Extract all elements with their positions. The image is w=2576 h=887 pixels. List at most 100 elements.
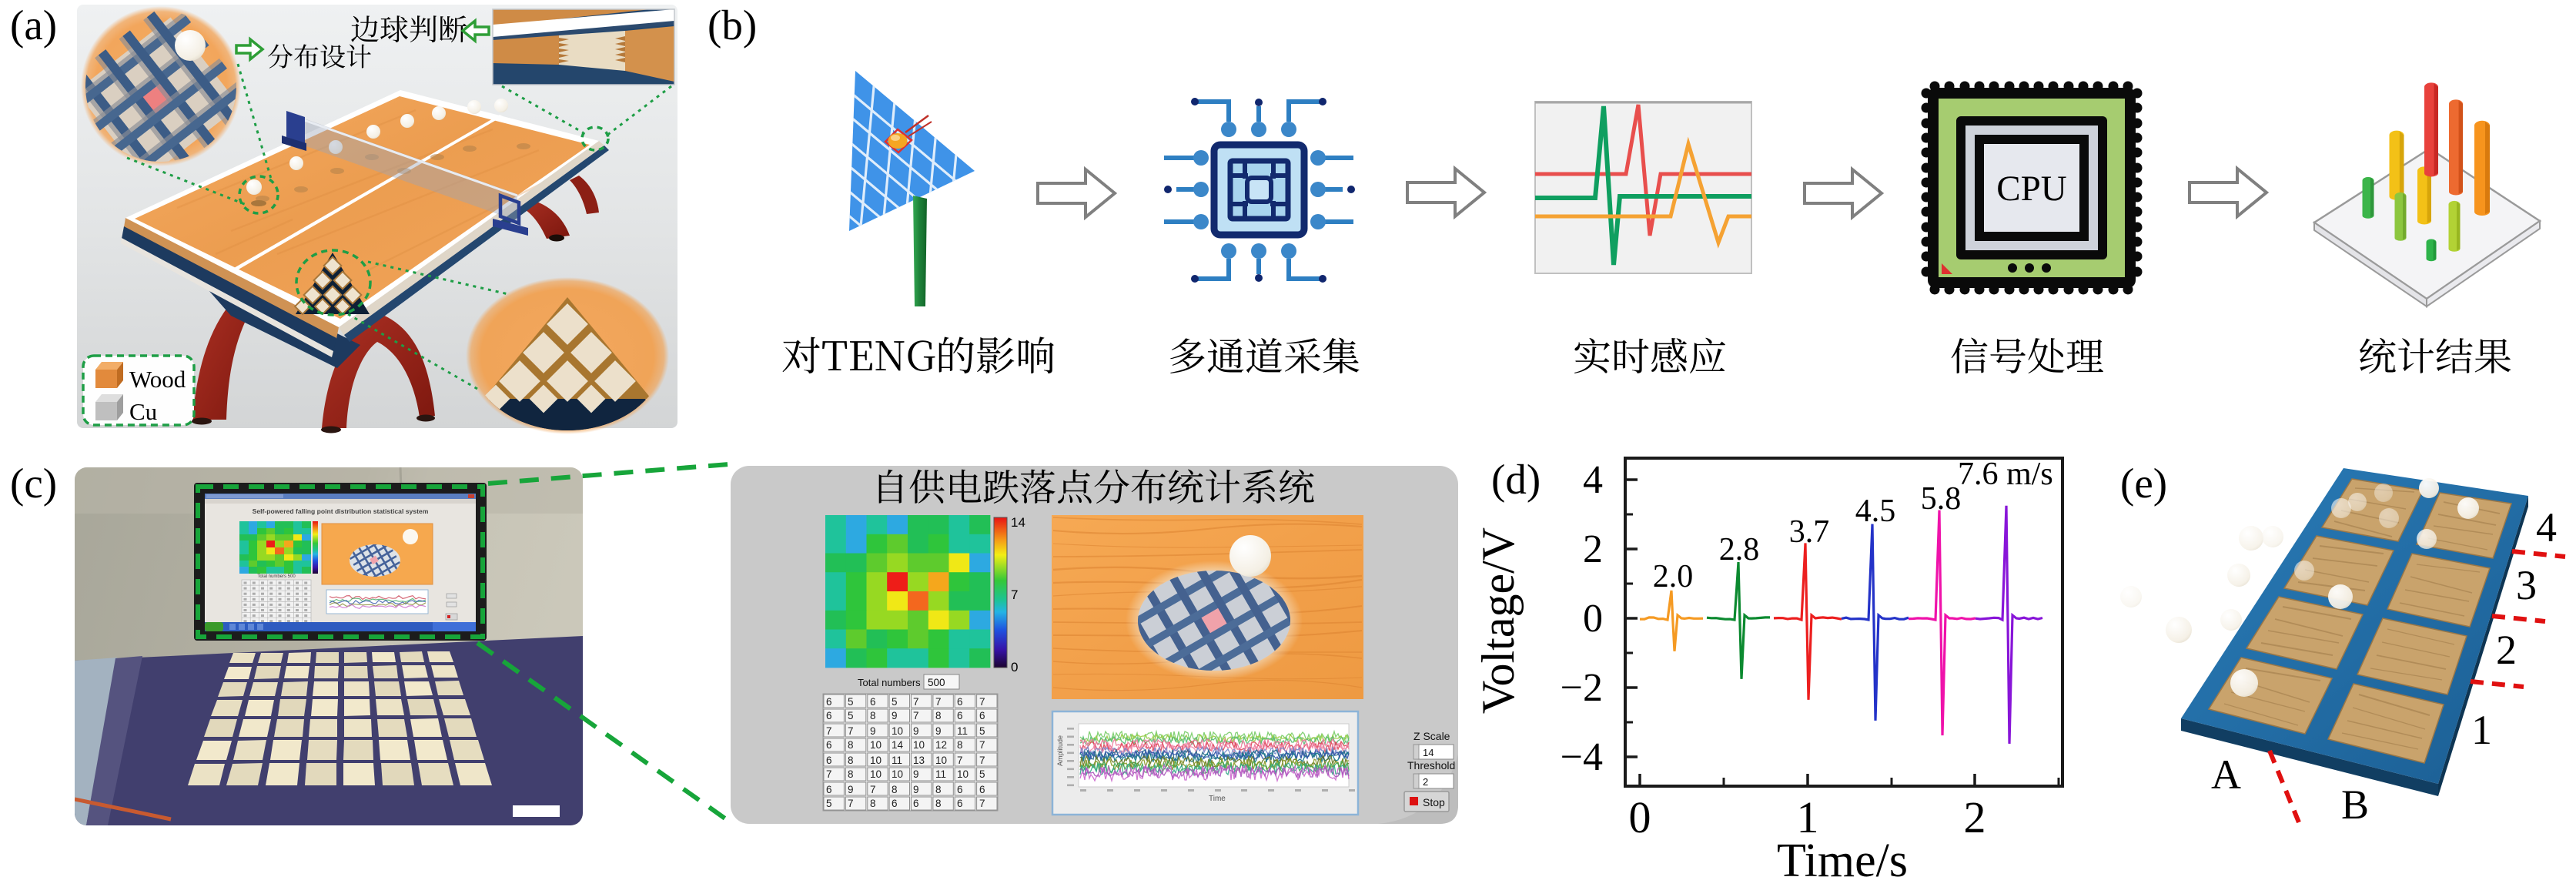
- svg-text:7: 7: [913, 696, 919, 708]
- svg-text:(b): (b): [708, 2, 757, 49]
- svg-text:Voltage/V: Voltage/V: [1473, 527, 1524, 714]
- svg-text:4: 4: [1583, 458, 1603, 502]
- svg-text:6: 6: [892, 798, 898, 809]
- svg-text:Wood: Wood: [129, 366, 186, 393]
- svg-text:8: 8: [848, 768, 854, 780]
- svg-text:9: 9: [913, 725, 919, 737]
- svg-text:Time: Time: [1209, 795, 1226, 803]
- svg-text:9: 9: [892, 710, 898, 721]
- svg-text:14: 14: [892, 739, 904, 751]
- svg-text:9: 9: [935, 725, 942, 737]
- svg-text:Z Scale: Z Scale: [1413, 730, 1450, 742]
- svg-text:(e): (e): [2120, 460, 2167, 507]
- svg-text:1: 1: [2471, 707, 2492, 753]
- svg-text:8: 8: [848, 739, 854, 751]
- svg-text:4.5: 4.5: [1855, 494, 1896, 529]
- svg-text:6: 6: [957, 696, 963, 708]
- svg-text:3: 3: [2516, 562, 2537, 608]
- svg-text:7: 7: [870, 784, 876, 795]
- svg-text:500: 500: [928, 677, 945, 688]
- svg-text:CPU: CPU: [1996, 169, 2066, 209]
- svg-text:7.6 m/s: 7.6 m/s: [1958, 457, 2053, 492]
- svg-text:6: 6: [957, 710, 963, 721]
- svg-text:6: 6: [826, 696, 832, 708]
- svg-text:6: 6: [979, 784, 985, 795]
- svg-text:6: 6: [957, 798, 963, 809]
- svg-text:2: 2: [1964, 792, 1986, 842]
- svg-text:5: 5: [826, 798, 832, 809]
- svg-text:6: 6: [979, 710, 985, 721]
- svg-text:9: 9: [848, 784, 854, 795]
- svg-text:5: 5: [892, 696, 898, 708]
- svg-text:10: 10: [870, 755, 882, 766]
- svg-text:Amplitude: Amplitude: [1056, 735, 1064, 766]
- svg-text:10: 10: [870, 768, 882, 780]
- svg-text:2.8: 2.8: [1719, 532, 1760, 567]
- svg-text:0: 0: [1629, 792, 1651, 842]
- svg-text:8: 8: [892, 784, 898, 795]
- svg-text:6: 6: [826, 739, 832, 751]
- svg-text:8: 8: [870, 798, 876, 809]
- svg-text:6: 6: [826, 755, 832, 766]
- svg-text:12: 12: [935, 739, 947, 751]
- svg-text:1: 1: [1797, 792, 1819, 842]
- svg-text:Stop: Stop: [1423, 796, 1445, 808]
- svg-text:5.8: 5.8: [1921, 481, 1962, 517]
- svg-text:(c): (c): [10, 460, 57, 507]
- svg-text:6: 6: [870, 696, 876, 708]
- svg-text:6: 6: [826, 710, 832, 721]
- svg-text:7: 7: [913, 710, 919, 721]
- svg-text:10: 10: [892, 768, 903, 780]
- svg-text:Self-powered falling point dis: Self-powered falling point distribution …: [253, 507, 429, 515]
- svg-text:7: 7: [979, 798, 985, 809]
- svg-text:5: 5: [848, 696, 854, 708]
- svg-text:8: 8: [935, 710, 942, 721]
- svg-text:7: 7: [826, 725, 832, 737]
- svg-text:8: 8: [870, 710, 876, 721]
- svg-text:7: 7: [957, 755, 963, 766]
- svg-text:6: 6: [913, 798, 919, 809]
- svg-text:9: 9: [913, 784, 919, 795]
- svg-text:11: 11: [935, 768, 946, 780]
- svg-text:Cu: Cu: [129, 398, 157, 425]
- svg-text:6: 6: [957, 784, 963, 795]
- svg-text:7: 7: [848, 798, 854, 809]
- svg-text:11: 11: [892, 755, 902, 766]
- svg-text:7: 7: [979, 755, 985, 766]
- svg-text:9: 9: [913, 768, 919, 780]
- svg-text:Time/s: Time/s: [1777, 835, 1908, 887]
- svg-text:−4: −4: [1561, 735, 1603, 779]
- svg-text:6: 6: [826, 784, 832, 795]
- svg-text:Total numbers 500: Total numbers 500: [257, 574, 296, 579]
- svg-text:8: 8: [935, 798, 942, 809]
- svg-text:5: 5: [979, 725, 985, 737]
- svg-text:10: 10: [935, 755, 947, 766]
- svg-text:7: 7: [1011, 587, 1018, 602]
- svg-text:Threshold: Threshold: [1407, 759, 1455, 772]
- svg-text:B: B: [2341, 782, 2369, 828]
- svg-text:(d): (d): [1491, 456, 1541, 503]
- svg-text:10: 10: [892, 725, 903, 737]
- svg-text:8: 8: [848, 755, 854, 766]
- svg-text:10: 10: [870, 739, 882, 751]
- svg-text:10: 10: [957, 768, 969, 780]
- svg-text:Total numbers: Total numbers: [858, 677, 921, 688]
- svg-text:5: 5: [848, 710, 854, 721]
- svg-text:0: 0: [1583, 597, 1603, 641]
- svg-text:4: 4: [2536, 504, 2557, 551]
- svg-text:10: 10: [913, 739, 925, 751]
- svg-text:9: 9: [870, 725, 876, 737]
- svg-text:8: 8: [935, 784, 942, 795]
- svg-text:13: 13: [913, 755, 925, 766]
- svg-text:7: 7: [848, 725, 854, 737]
- svg-text:2: 2: [2496, 627, 2517, 673]
- svg-text:2: 2: [1583, 527, 1603, 571]
- svg-text:7: 7: [935, 696, 942, 708]
- svg-text:14: 14: [1011, 515, 1025, 530]
- svg-text:7: 7: [979, 696, 985, 708]
- svg-text:14: 14: [1423, 747, 1434, 758]
- svg-text:2: 2: [1423, 776, 1428, 788]
- svg-text:0: 0: [1011, 660, 1018, 674]
- svg-text:2.0: 2.0: [1653, 559, 1694, 594]
- svg-text:7: 7: [826, 768, 832, 780]
